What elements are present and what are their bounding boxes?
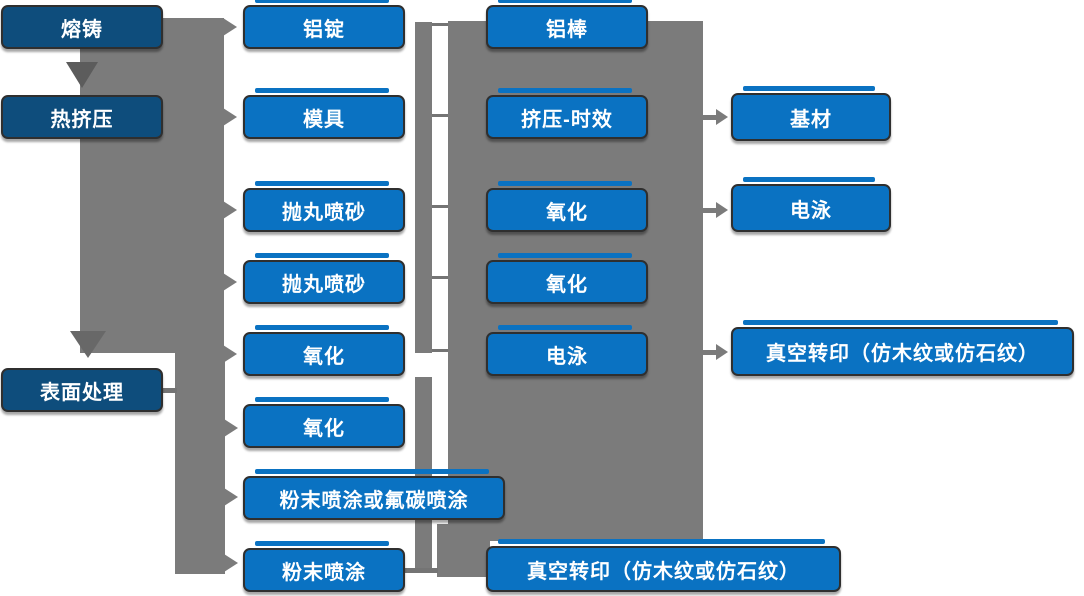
link-line-shot-blasting-1 [432, 205, 448, 208]
node-substrate: 基材 [731, 86, 891, 141]
arrowhead-down-to-surface-treatment-icon [70, 331, 106, 358]
arrow-stem-to-vacuum-transfer [703, 350, 716, 355]
connector-bar-upper [415, 22, 432, 353]
node-aluminum-rod: 铝棒 [486, 0, 648, 49]
arrowhead-down-to-hot-extrusion-icon [66, 62, 98, 88]
node-extrusion-aging: 挤压-时效 [486, 88, 648, 139]
node-oxidation-c3-2: 氧化 [486, 253, 648, 304]
node-shot-blasting-2: 抛丸喷砂 [243, 253, 405, 304]
connector-band-surface-treatment [175, 353, 225, 574]
node-electrophoresis-c4: 电泳 [731, 177, 891, 232]
node-oxidation-c3-1: 氧化 [486, 181, 648, 232]
node-powder-coating: 粉末喷涂 [243, 541, 405, 592]
link-line-powder-coating [405, 568, 438, 573]
node-vacuum-transfer-c3: 真空转印（仿木纹或仿石纹） [486, 539, 841, 592]
arrow-stem-to-electrophoresis [703, 208, 716, 213]
node-oxidation-c2-1: 氧化 [243, 325, 405, 376]
node-hot-extrusion: 热挤压 [1, 95, 163, 139]
node-electrophoresis-c3: 电泳 [486, 325, 648, 376]
arrowhead-to-shot-blasting-1-icon [223, 201, 237, 219]
connector-band-left [80, 18, 224, 353]
node-oxidation-c2-2: 氧化 [243, 397, 405, 448]
link-line-surface-treatment [163, 388, 177, 393]
node-surface-treatment: 表面处理 [1, 368, 163, 412]
node-mold: 模具 [243, 88, 405, 139]
arrowhead-to-aluminum-ingot-icon [223, 18, 237, 36]
node-aluminum-ingot: 铝锭 [243, 0, 405, 49]
arrowhead-to-substrate-icon [716, 109, 728, 125]
arrowhead-to-powder-coating-icon [224, 554, 238, 572]
arrowhead-to-mold-icon [223, 108, 237, 126]
link-line-aluminum-ingot [432, 23, 448, 26]
arrowhead-to-powder-fluorocarbon-icon [224, 488, 238, 506]
arrowhead-to-shot-blasting-2-icon [223, 273, 237, 291]
node-powder-or-fluorocarbon: 粉末喷涂或氟碳喷涂 [243, 469, 505, 520]
arrowhead-to-electrophoresis-icon [716, 202, 728, 218]
arrowhead-to-oxidation-2-icon [224, 419, 238, 437]
node-vacuum-transfer-c4: 真空转印（仿木纹或仿石纹） [731, 320, 1074, 376]
link-line-mold [432, 114, 448, 117]
arrowhead-to-vacuum-transfer-icon [716, 344, 728, 360]
node-melting: 熔铸 [1, 5, 163, 49]
arrowhead-to-oxidation-1-icon [223, 345, 237, 363]
node-shot-blasting-1: 抛丸喷砂 [243, 181, 405, 232]
connector-leg-to-vacuum-transfer [437, 524, 490, 577]
link-line-shot-blasting-2 [432, 276, 448, 279]
link-line-oxidation [432, 349, 448, 352]
connector-bar-lower [415, 377, 432, 573]
arrow-stem-to-substrate [703, 115, 716, 120]
